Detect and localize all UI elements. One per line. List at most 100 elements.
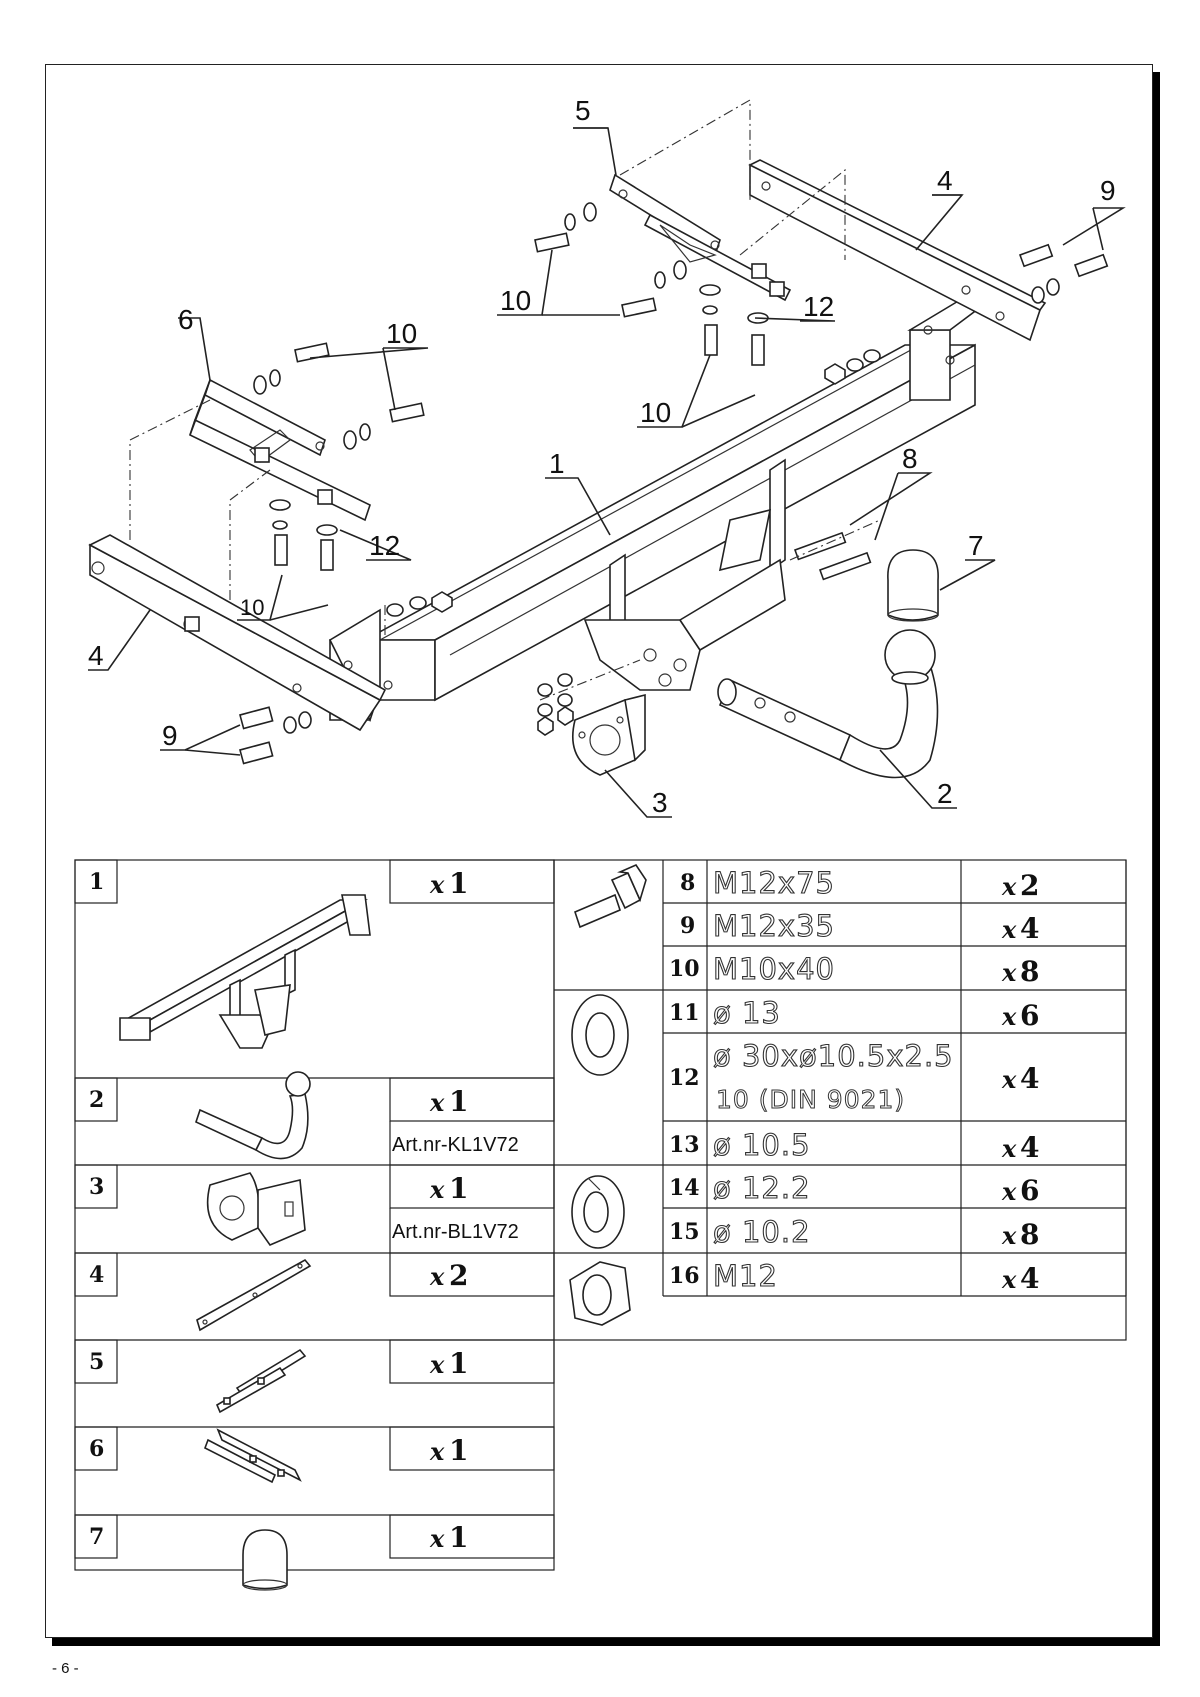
callout-6: 6 xyxy=(178,304,194,335)
part-number: 2 xyxy=(89,1087,104,1113)
bracket-part5 xyxy=(609,173,792,302)
part-number: 6 xyxy=(89,1436,104,1462)
part-spec: ø 10.2 xyxy=(713,1215,811,1249)
crossbar-part xyxy=(328,299,993,723)
part-spec: M12 xyxy=(713,1259,778,1293)
part-spec: M10x40 xyxy=(713,952,835,986)
bracket-right-icon xyxy=(215,1348,307,1414)
callout-7: 7 xyxy=(968,530,984,561)
flat-washer-icon xyxy=(571,994,629,1076)
part-row-4: 4 x 2 xyxy=(89,1258,468,1332)
qty-x: x xyxy=(1001,1177,1017,1206)
part-row-12: 12 ø 30xø10.5x2.5 10 (DIN 9021) x 4 xyxy=(669,1038,1039,1114)
part-quantity: 1 xyxy=(449,1085,468,1118)
spring-washer-icon xyxy=(571,1175,625,1249)
qty-x: x xyxy=(1001,1002,1017,1031)
callout-12-left: 12 xyxy=(369,530,400,561)
qty-x: x xyxy=(429,1437,445,1466)
qty-x: x xyxy=(1001,915,1017,944)
part-row-8: 8 M12x75 x 2 xyxy=(680,865,1039,902)
bolt-icon xyxy=(574,863,647,929)
part-quantity: 1 xyxy=(449,1434,468,1467)
parts-table-left xyxy=(74,859,555,1571)
part-quantity: 1 xyxy=(449,1521,468,1554)
part-quantity: 4 xyxy=(1020,1262,1039,1295)
assembly-lines xyxy=(129,99,881,701)
part-number: 3 xyxy=(89,1174,104,1200)
part-number: 10 xyxy=(669,956,700,982)
part-quantity: 4 xyxy=(1020,1062,1039,1095)
qty-x: x xyxy=(1001,1065,1017,1094)
part-quantity: 8 xyxy=(1020,1218,1039,1251)
part-quantity: 1 xyxy=(449,1347,468,1380)
part-number: 9 xyxy=(680,913,695,939)
towball-neck-part xyxy=(717,629,939,779)
part-row-9: 9 M12x35 x 4 xyxy=(680,908,1039,945)
part-quantity: 6 xyxy=(1020,1174,1039,1207)
part-row-7: 7 x 1 xyxy=(89,1521,468,1591)
part-row-11: 11 ø 13 x 6 xyxy=(669,995,1039,1032)
ball-cover-icon xyxy=(242,1529,288,1591)
part-row-6: 6 x 1 xyxy=(89,1428,468,1484)
callout-9-left: 9 xyxy=(162,720,178,751)
part-spec: M12x35 xyxy=(713,909,835,943)
qty-x: x xyxy=(1001,872,1017,901)
qty-x: x xyxy=(429,870,445,899)
part-quantity: 2 xyxy=(1020,869,1039,902)
part-row-1: 1 x 1 xyxy=(89,867,468,1049)
qty-x: x xyxy=(429,1262,445,1291)
leader-lines xyxy=(88,127,1126,818)
part-quantity: 1 xyxy=(449,1172,468,1205)
page-frame xyxy=(45,64,1153,1638)
socket-plate-part xyxy=(571,693,646,776)
part-row-10: 10 M10x40 x 8 xyxy=(669,951,1039,988)
callout-10-mid: 10 xyxy=(640,397,671,428)
part-row-16: 16 M12 x 4 xyxy=(669,1258,1039,1295)
part-number: 4 xyxy=(89,1262,104,1288)
parts-table-right xyxy=(553,859,1127,1341)
qty-x: x xyxy=(429,1088,445,1117)
article-number: Art.nr-BL1V72 xyxy=(392,1221,519,1243)
callout-5: 5 xyxy=(575,95,591,126)
part-row-3: 3 x 1 Art.nr-BL1V72 xyxy=(89,1172,519,1246)
side-bracket-right xyxy=(748,159,1047,342)
article-number: Art.nr-KL1V72 xyxy=(392,1134,519,1156)
part-spec-standard: 10 (DIN 9021) xyxy=(716,1085,905,1114)
qty-x: x xyxy=(429,1350,445,1379)
qty-x: x xyxy=(429,1175,445,1204)
part-number: 13 xyxy=(669,1132,700,1158)
callout-9-right: 9 xyxy=(1100,175,1116,206)
callout-4-right: 4 xyxy=(937,165,953,196)
part-row-5: 5 x 1 xyxy=(89,1347,468,1414)
part-number: 16 xyxy=(669,1263,700,1289)
side-bracket-icon xyxy=(196,1258,312,1332)
part-number: 5 xyxy=(89,1349,104,1375)
exploded-diagram: 5 4 9 10 12 10 6 10 12 10 1 8 7 4 9 2 3 xyxy=(88,95,1126,818)
qty-x: x xyxy=(1001,1265,1017,1294)
bracket-left-icon xyxy=(203,1428,302,1484)
callout-3: 3 xyxy=(652,787,668,818)
crossbar-icon xyxy=(119,894,371,1049)
parts-left-rows: 1 x 1 2 x 1 Art.nr-KL1V72 xyxy=(89,867,519,1591)
page-number: - 6 - xyxy=(52,1660,79,1677)
washers-nuts-group xyxy=(253,202,1060,736)
callout-labels: 5 4 9 10 12 10 6 10 12 10 1 8 7 4 9 2 3 xyxy=(88,95,1116,818)
part-row-2: 2 x 1 Art.nr-KL1V72 xyxy=(89,1071,519,1160)
part-row-15: 15 ø 10.2 x 8 xyxy=(669,1214,1039,1251)
part-row-14: 14 ø 12.2 x 6 xyxy=(669,1170,1039,1207)
towball-neck-icon xyxy=(195,1071,311,1160)
hex-nut-icon xyxy=(569,1261,631,1326)
callout-4-left: 4 xyxy=(88,640,104,671)
part-number: 7 xyxy=(89,1524,104,1550)
qty-x: x xyxy=(1001,1134,1017,1163)
part-quantity: 4 xyxy=(1020,912,1039,945)
callout-10-bottom: 10 xyxy=(240,595,264,620)
part-quantity: 6 xyxy=(1020,999,1039,1032)
part-quantity: 4 xyxy=(1020,1131,1039,1164)
part-quantity: 2 xyxy=(449,1259,468,1292)
part-number: 15 xyxy=(669,1219,700,1245)
callout-10-left: 10 xyxy=(386,318,417,349)
callout-2: 2 xyxy=(937,778,953,809)
part-number: 8 xyxy=(680,870,695,896)
